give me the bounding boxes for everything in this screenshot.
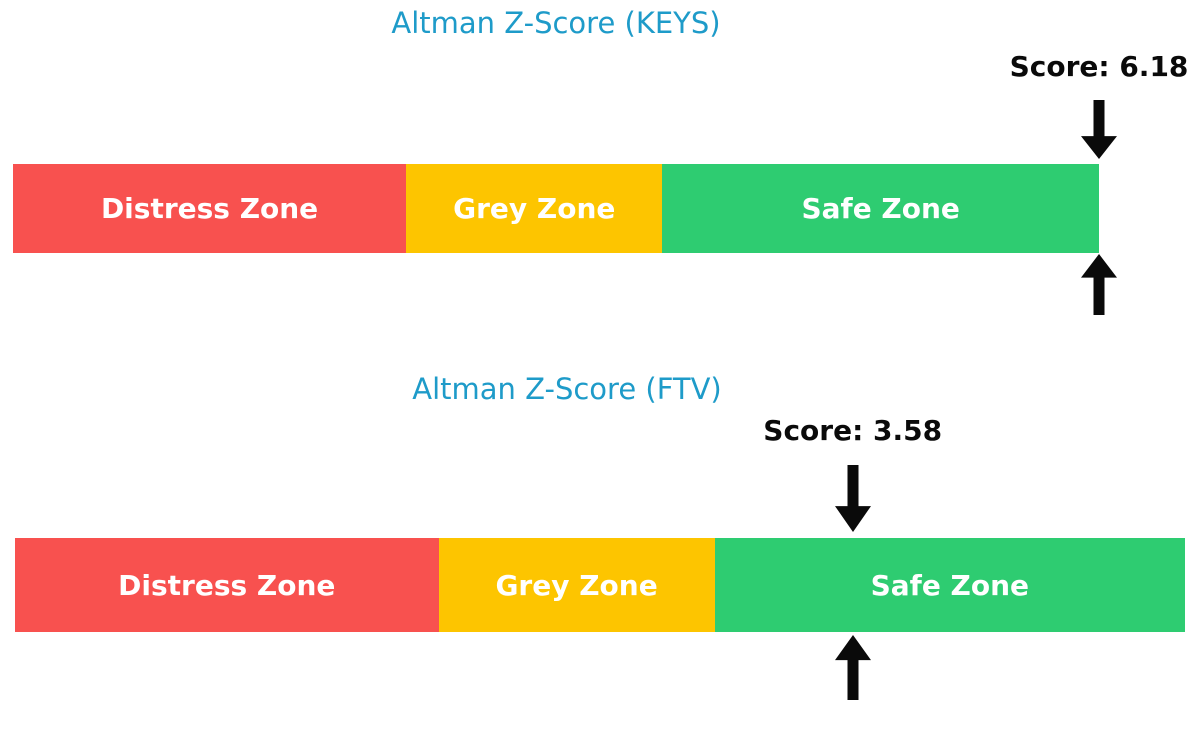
chart-title: Altman Z-Score (FTV) [412, 372, 722, 406]
down-arrow-icon [834, 465, 871, 532]
down-arrow-icon [1081, 100, 1117, 159]
zone-label: Grey Zone [453, 192, 616, 225]
chart-title: Altman Z-Score (KEYS) [391, 6, 721, 40]
grey-zone-segment: Grey Zone [438, 538, 715, 632]
zscore-zone-bar: Distress Zone Grey Zone Safe Zone [15, 538, 1185, 632]
altman-zscore-chart-keys: Altman Z-Score (KEYS) Score: 6.18 Distre… [13, 0, 1188, 330]
altman-zscore-chart-ftv: Altman Z-Score (FTV) Score: 3.58 Distres… [15, 362, 1185, 708]
zone-label: Distress Zone [100, 192, 319, 225]
up-arrow-icon [1081, 254, 1117, 315]
grey-zone-segment: Grey Zone [406, 164, 663, 253]
distress-zone-segment: Distress Zone [13, 164, 407, 253]
up-arrow-icon [834, 635, 871, 700]
zone-label: Distress Zone [118, 568, 336, 602]
zone-label: Grey Zone [495, 568, 658, 602]
score-value-label: Score: 3.58 [763, 414, 943, 447]
zscore-zone-bar: Distress Zone Grey Zone Safe Zone [13, 164, 1099, 253]
safe-zone-segment: Safe Zone [662, 164, 1099, 253]
safe-zone-segment: Safe Zone [714, 538, 1185, 632]
zone-label: Safe Zone [870, 568, 1030, 602]
distress-zone-segment: Distress Zone [15, 538, 439, 632]
score-value-label: Score: 6.18 [1009, 50, 1189, 83]
zone-label: Safe Zone [801, 192, 960, 225]
